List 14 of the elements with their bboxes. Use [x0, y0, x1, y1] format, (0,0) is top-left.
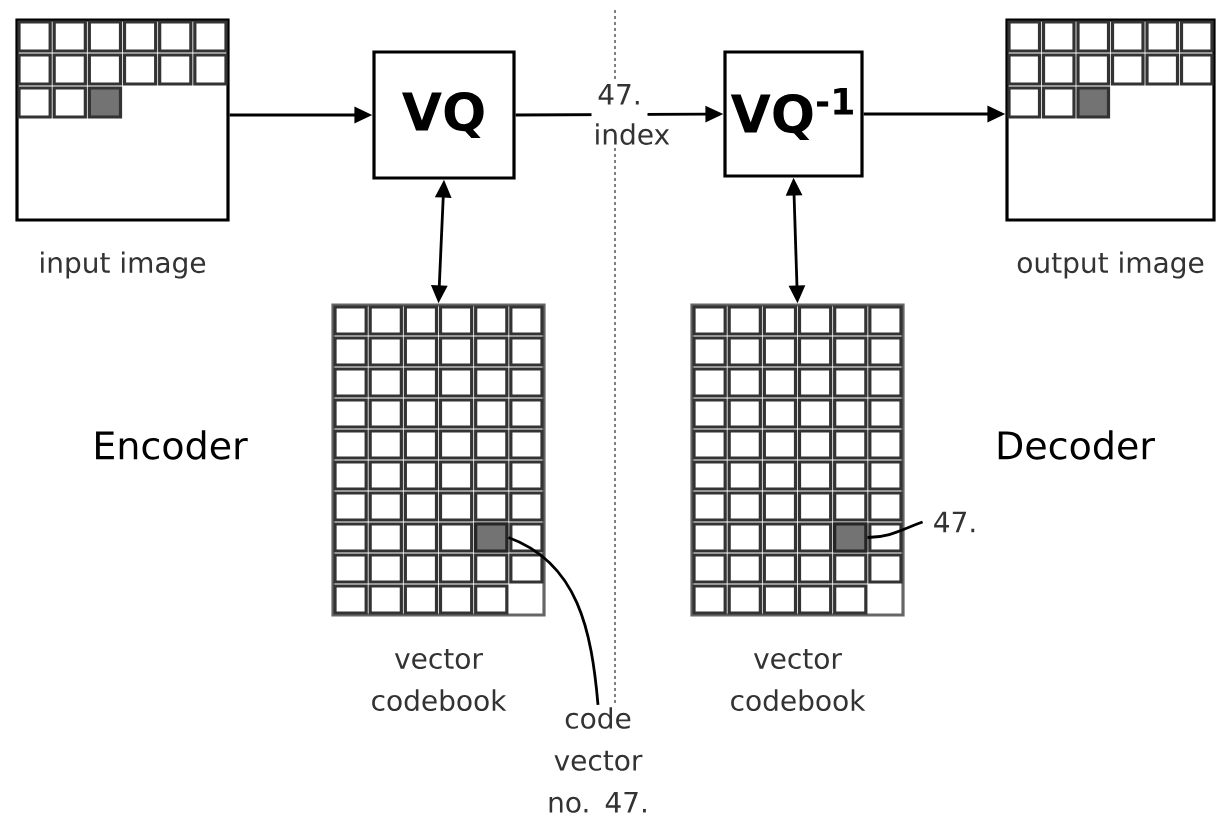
section-label: Encoder — [96, 430, 248, 460]
node-label: vector codebook — [372, 648, 507, 712]
highlighted-cell — [474, 522, 509, 553]
node-label: vector codebook — [731, 648, 866, 712]
annotation-text: code vector no. 47. — [549, 707, 646, 813]
edge-label: 47. index — [596, 84, 670, 145]
process-box: VQ$^{-1}$ — [723, 50, 864, 178]
leader-line — [507, 536, 600, 705]
process-box: VQ — [372, 50, 516, 180]
section-label: Decoder — [998, 430, 1155, 460]
node-label: output image — [1017, 251, 1204, 279]
highlighted-cell — [833, 522, 868, 553]
node-label: input image — [41, 251, 206, 279]
annotation-text: 47. — [934, 511, 975, 533]
